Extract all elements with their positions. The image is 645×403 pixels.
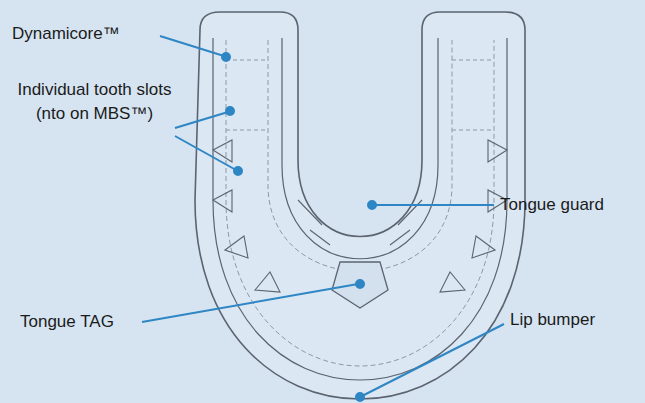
leader-lines bbox=[142, 36, 504, 401]
part-label: Tongue TAG bbox=[20, 310, 145, 334]
part-label: Individual tooth slots (nto on MBS™) bbox=[12, 78, 177, 126]
part-label: Tongue guard bbox=[500, 193, 635, 217]
appliance-outline bbox=[195, 12, 525, 399]
part-label: Lip bumper bbox=[510, 308, 635, 332]
part-label: Dynamicore™ bbox=[12, 22, 162, 46]
